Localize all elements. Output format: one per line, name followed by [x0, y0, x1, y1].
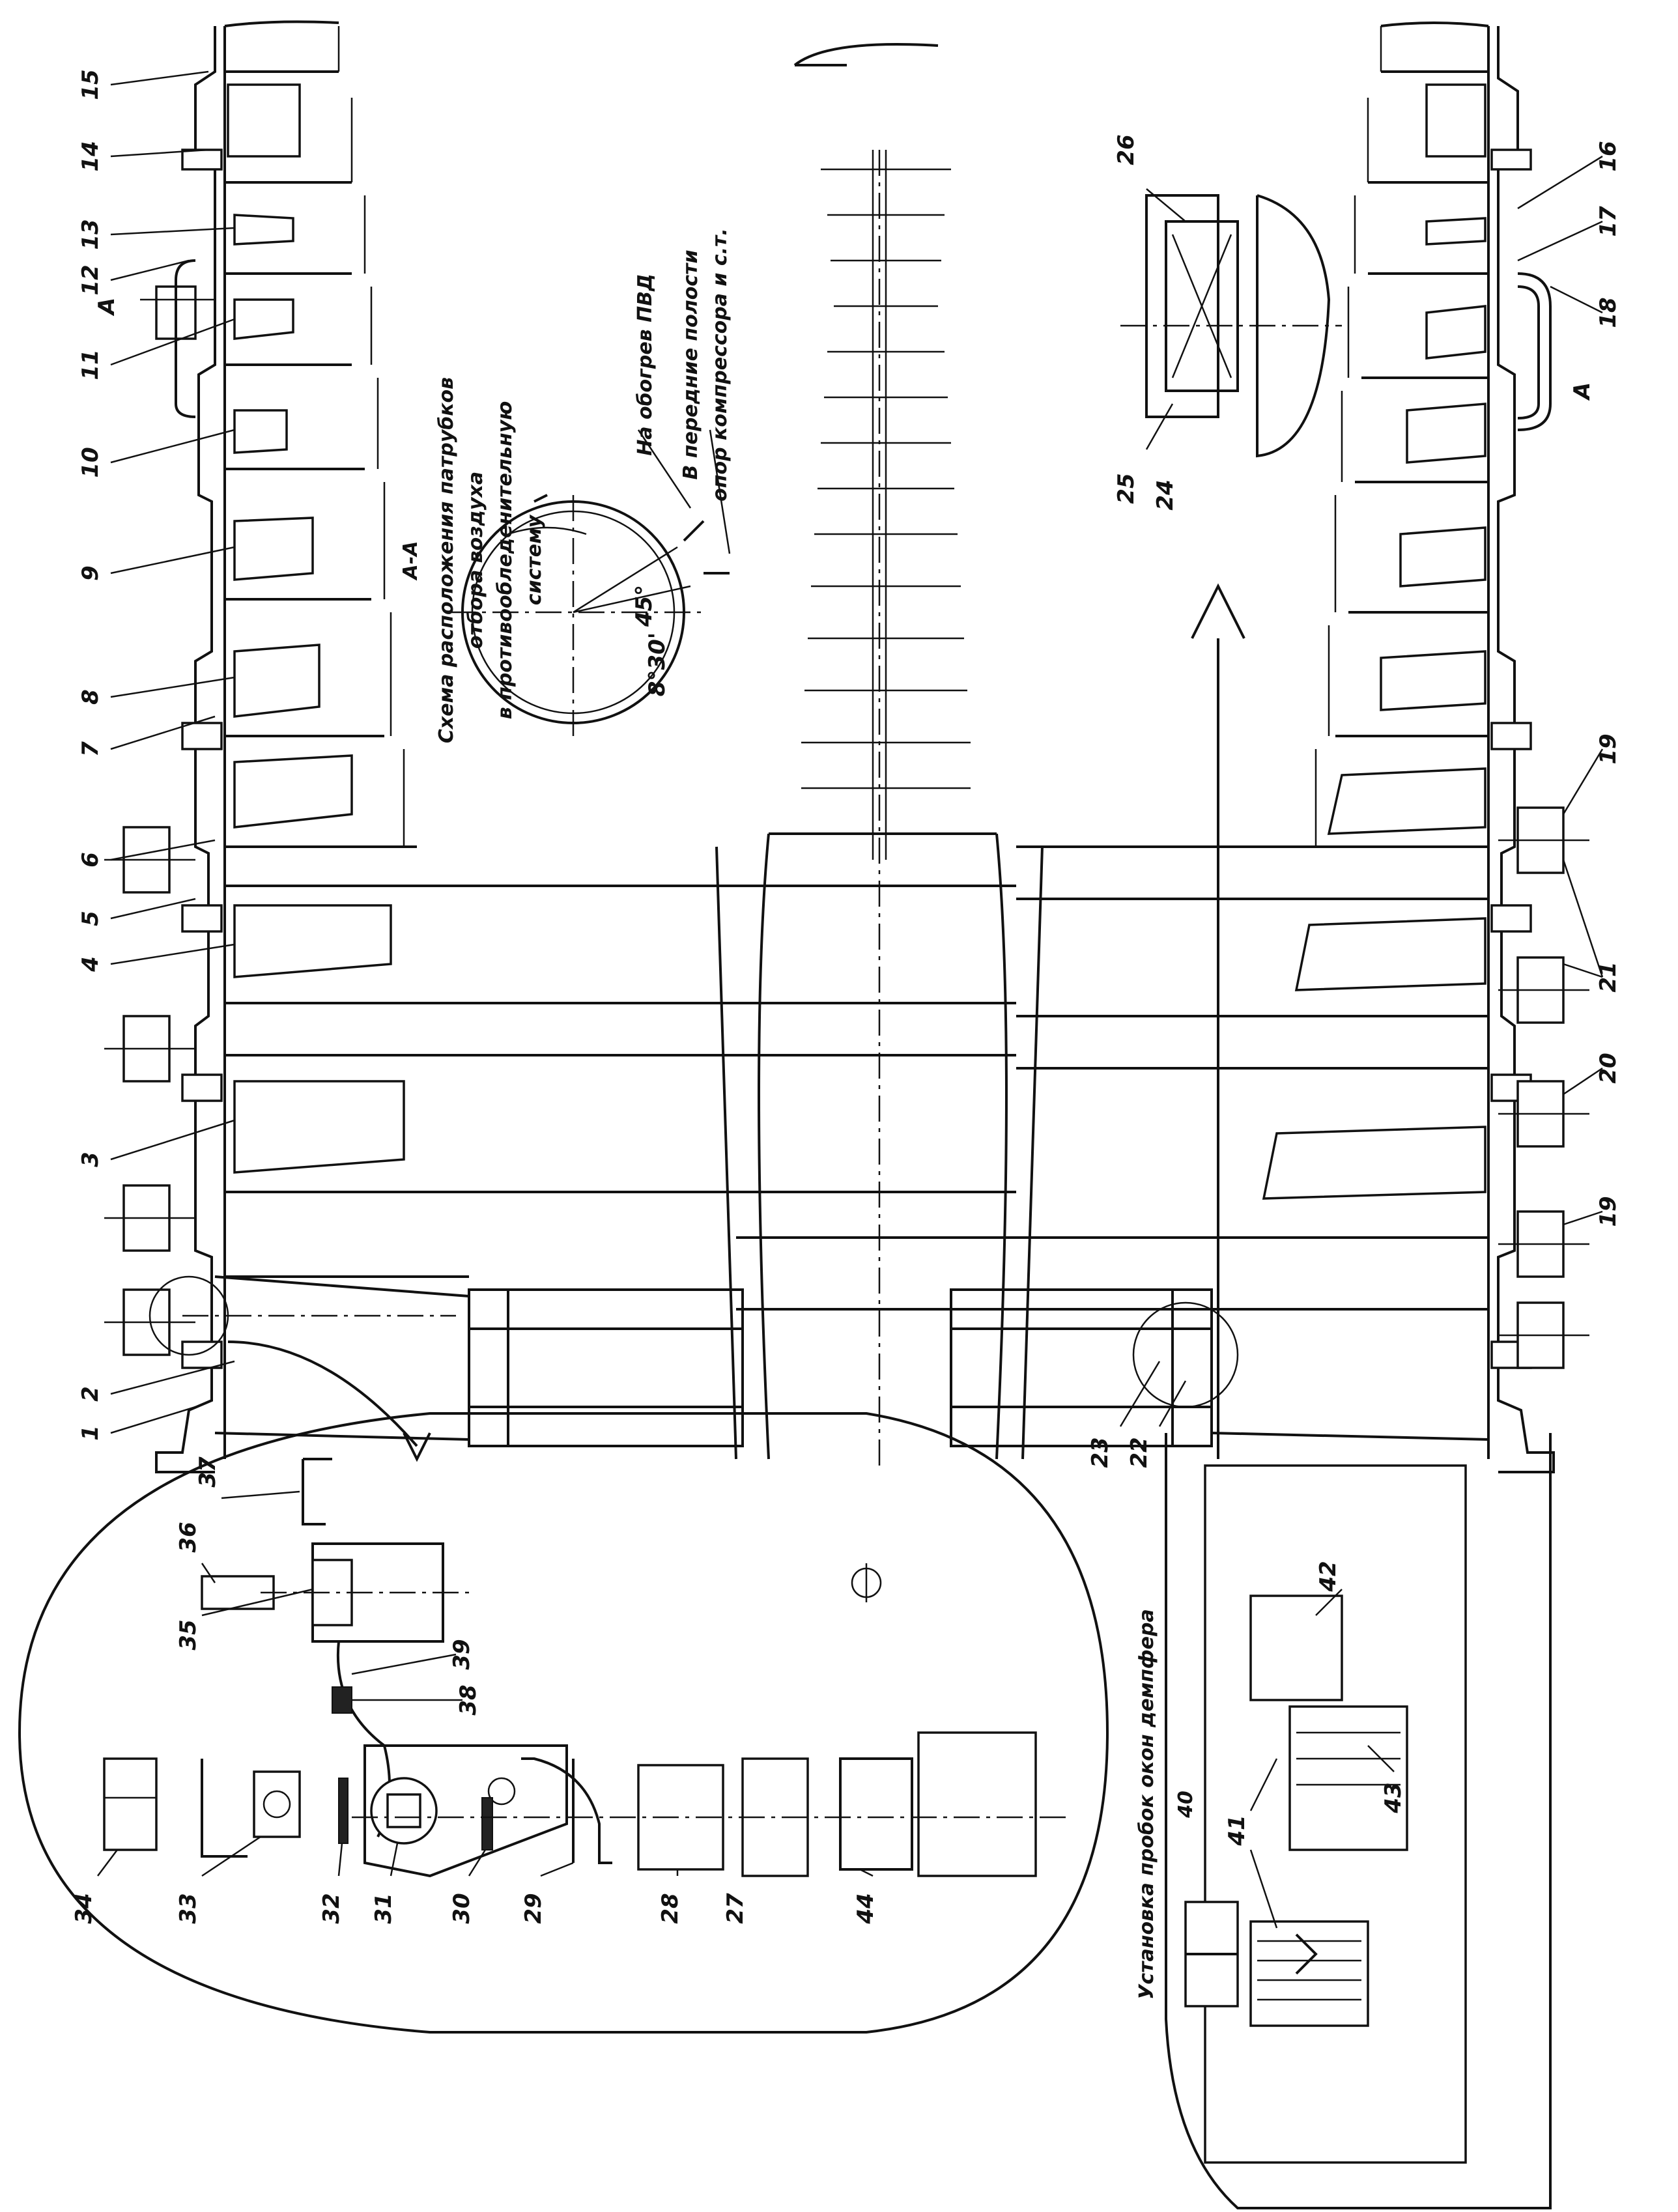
- callout-27: 27: [722, 1893, 748, 1924]
- callout-25: 25: [1113, 473, 1139, 503]
- callout-26: 26: [1113, 134, 1139, 165]
- callout-7: 7: [78, 741, 104, 757]
- callout-17: 17: [1595, 206, 1621, 237]
- callout-3: 3: [78, 1152, 104, 1167]
- callout-1: 1: [78, 1425, 104, 1441]
- callout-23: 23: [1087, 1437, 1113, 1468]
- callout-22: 22: [1126, 1437, 1152, 1468]
- callout-11: 11: [78, 349, 104, 380]
- callouts-detail: 37 36 35 39 38 34 33 32 31 30 29 28 27 4…: [71, 1456, 879, 1925]
- callout-10: 10: [78, 447, 104, 477]
- callout-33: 33: [175, 1893, 201, 1923]
- callouts-top-left: 15 14 13 12 11 10 9 8 7 6 5 4 3 2 1: [78, 69, 235, 1441]
- casing-flanges-right: [175, 149, 1589, 1369]
- section-caption-line-3: в противообледенительную: [494, 401, 517, 720]
- callout-4: 4: [78, 956, 104, 972]
- callout-2: 2: [78, 1386, 104, 1402]
- arrow-label-1: На обогрев ПВД: [634, 274, 657, 456]
- section-a-a-circle: [449, 494, 730, 736]
- section-mark-left: А: [94, 298, 120, 317]
- section-title: А-А: [399, 541, 422, 581]
- casing-flanges-left: [104, 149, 223, 1369]
- installation-caption-line-1: Установка пробок окон демпфера: [1135, 1609, 1158, 2000]
- callout-6: 6: [78, 852, 104, 868]
- detail-oval: [18, 1275, 1109, 2034]
- damper-installation: [1165, 1433, 1552, 2209]
- callout-24: 24: [1152, 479, 1178, 510]
- callout-31: 31: [371, 1893, 397, 1923]
- section-caption-line-1: Схема расположения патрубков: [435, 377, 458, 743]
- callout-9: 9: [78, 565, 104, 581]
- callouts-top-right: 26 25 24 16 17 18 19 21 20 19 22 23: [1087, 134, 1621, 1468]
- callout-12: 12: [78, 264, 104, 295]
- callout-20: 20: [1595, 1053, 1621, 1083]
- callout-19-b: 19: [1595, 1196, 1621, 1227]
- flow-arrow: [1191, 583, 1245, 1459]
- section-caption-group: А-А Схема расположения патрубков отбора …: [399, 377, 546, 743]
- callout-8: 8: [78, 689, 104, 705]
- angle-2-label: 8°30': [644, 632, 670, 696]
- callouts-bottom: 42 43 41: [1224, 1561, 1406, 1929]
- callout-44: 44: [853, 1893, 879, 1924]
- rotor-shaft: [214, 43, 1489, 1472]
- compressor-casing: [155, 20, 1555, 1473]
- section-mark-right: А: [1569, 382, 1595, 401]
- callout-43: 43: [1380, 1782, 1406, 1813]
- arrow-labels-group: На обогрев ПВД В передние полости опор к…: [634, 228, 732, 502]
- callout-16: 16: [1595, 141, 1621, 171]
- callout-5: 5: [78, 911, 104, 926]
- section-caption-line-4: систему: [523, 514, 546, 605]
- callout-34: 34: [71, 1893, 97, 1923]
- callout-14: 14: [78, 141, 104, 171]
- callout-18: 18: [1595, 297, 1621, 328]
- callout-29: 29: [520, 1893, 547, 1923]
- callout-13: 13: [78, 219, 104, 249]
- angle-1-label: 45°: [631, 585, 657, 627]
- callout-35: 35: [175, 1619, 201, 1650]
- callout-42: 42: [1315, 1561, 1341, 1592]
- callout-37: 37: [195, 1456, 221, 1488]
- callout-30: 30: [449, 1893, 475, 1923]
- detail-bearing-upper-right: [1120, 194, 1342, 458]
- section-caption-line-2: отбора воздуха: [464, 472, 487, 649]
- callout-32: 32: [319, 1893, 345, 1923]
- callout-15: 15: [78, 69, 104, 100]
- arrow-label-2-line-1: В передние полости: [679, 249, 702, 479]
- callout-28: 28: [657, 1893, 683, 1923]
- callout-19-a: 19: [1595, 733, 1621, 764]
- blades-right: [1016, 26, 1488, 1311]
- callout-36: 36: [175, 1522, 201, 1552]
- arrow-label-2-line-2: опор компрессора и с.т.: [709, 228, 732, 502]
- callout-41: 41: [1224, 1815, 1250, 1846]
- blades-left: [225, 26, 736, 1278]
- installation-caption-line-2: 40: [1174, 1791, 1197, 1819]
